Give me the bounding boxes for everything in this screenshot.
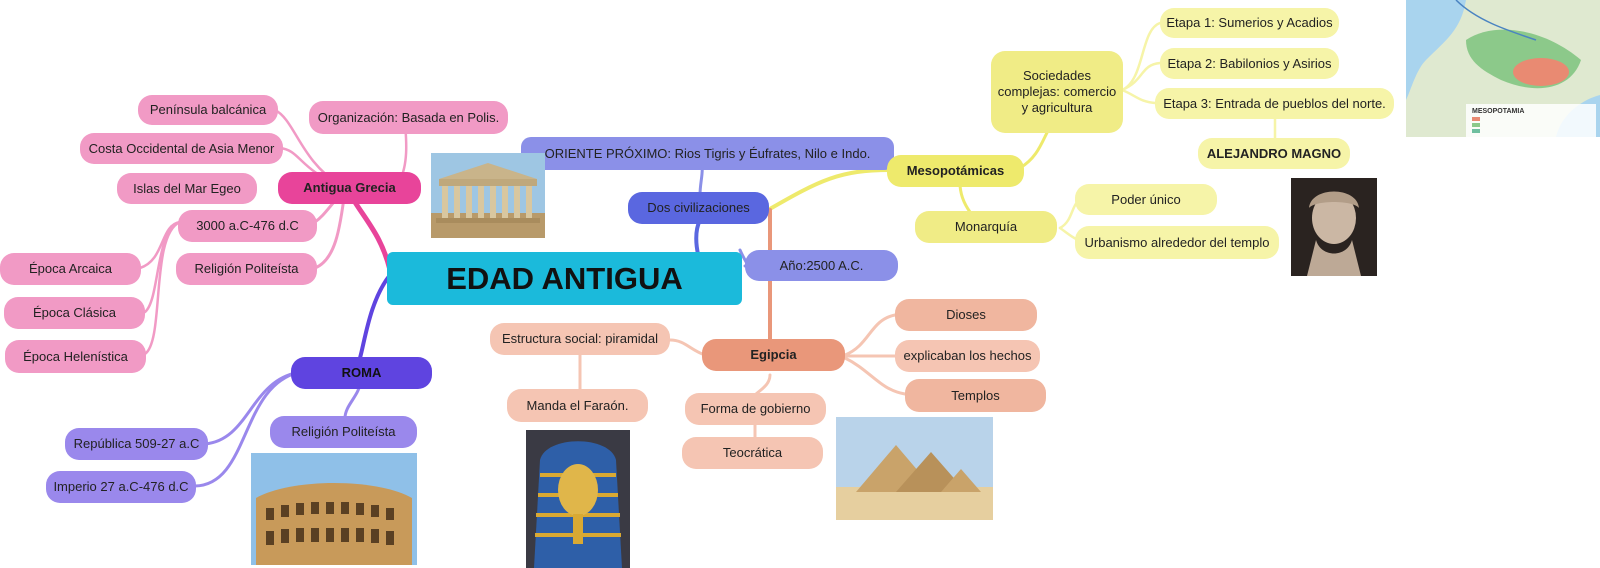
node-urbanismo-templo[interactable]: Urbanismo alrededor del templo	[1075, 226, 1279, 259]
pharaoh-mask-image	[526, 430, 630, 568]
pyramids-image	[836, 417, 993, 520]
node-etapa-1[interactable]: Etapa 1: Sumerios y Acadios	[1160, 8, 1339, 38]
node-alejandro-magno[interactable]: ALEJANDRO MAGNO	[1198, 138, 1350, 169]
node-mesopotamicas[interactable]: Mesopotámicas	[887, 155, 1024, 187]
node-sociedades-complejas[interactable]: Sociedades complejas: comercio y agricul…	[991, 51, 1123, 133]
node-islas-mar-egeo[interactable]: Islas del Mar Egeo	[117, 173, 257, 204]
alexander-bust-image	[1291, 178, 1377, 276]
node-forma-gobierno[interactable]: Forma de gobierno	[685, 393, 826, 425]
node-republica[interactable]: República 509-27 a.C	[65, 428, 208, 460]
node-fechas-grecia[interactable]: 3000 a.C-476 d.C	[178, 210, 317, 242]
node-religion-grecia[interactable]: Religión Politeísta	[176, 253, 317, 285]
colosseum-image	[251, 453, 417, 565]
node-epoca-clasica[interactable]: Época Clásica	[4, 297, 145, 329]
node-epoca-arcaica[interactable]: Época Arcaica	[0, 253, 141, 285]
node-estructura-piramidal[interactable]: Estructura social: piramidal	[490, 323, 670, 355]
node-explicaban-hechos[interactable]: explicaban los hechos	[895, 340, 1040, 372]
node-etapa-3[interactable]: Etapa 3: Entrada de pueblos del norte.	[1155, 88, 1394, 119]
map-title-text: MESOPOTAMIA	[1472, 108, 1524, 115]
node-religion-roma[interactable]: Religión Politeísta	[270, 416, 417, 448]
node-monarquia[interactable]: Monarquía	[915, 211, 1057, 243]
node-epoca-helenistica[interactable]: Época Helenística	[5, 340, 146, 373]
node-poder-unico[interactable]: Poder único	[1075, 184, 1217, 215]
node-dioses[interactable]: Dioses	[895, 299, 1037, 331]
node-organizacion-polis[interactable]: Organización: Basada en Polis.	[309, 101, 508, 134]
node-manda-farao[interactable]: Manda el Faraón.	[507, 389, 648, 422]
mesopotamia-map-image: MESOPOTAMIA	[1406, 0, 1600, 137]
node-anio-2500[interactable]: Año:2500 A.C.	[745, 250, 898, 281]
node-templos[interactable]: Templos	[905, 379, 1046, 412]
parthenon-image	[431, 153, 545, 238]
node-peninsula-balcanica[interactable]: Península balcánica	[138, 95, 278, 125]
node-imperio[interactable]: Imperio 27 a.C-476 d.C	[46, 471, 196, 503]
node-costa-asia-menor[interactable]: Costa Occidental de Asia Menor	[80, 133, 283, 164]
node-egipcia[interactable]: Egipcia	[702, 339, 845, 371]
node-teocratica[interactable]: Teocrática	[682, 437, 823, 469]
node-antigua-grecia[interactable]: Antigua Grecia	[278, 172, 421, 204]
central-topic[interactable]: EDAD ANTIGUA	[387, 252, 742, 305]
node-roma[interactable]: ROMA	[291, 357, 432, 389]
node-dos-civilizaciones[interactable]: Dos civilizaciones	[628, 192, 769, 224]
node-oriente-proximo[interactable]: ORIENTE PRÓXIMO: Rios Tigris y Éufrates,…	[521, 137, 894, 170]
node-etapa-2[interactable]: Etapa 2: Babilonios y Asirios	[1160, 48, 1339, 79]
